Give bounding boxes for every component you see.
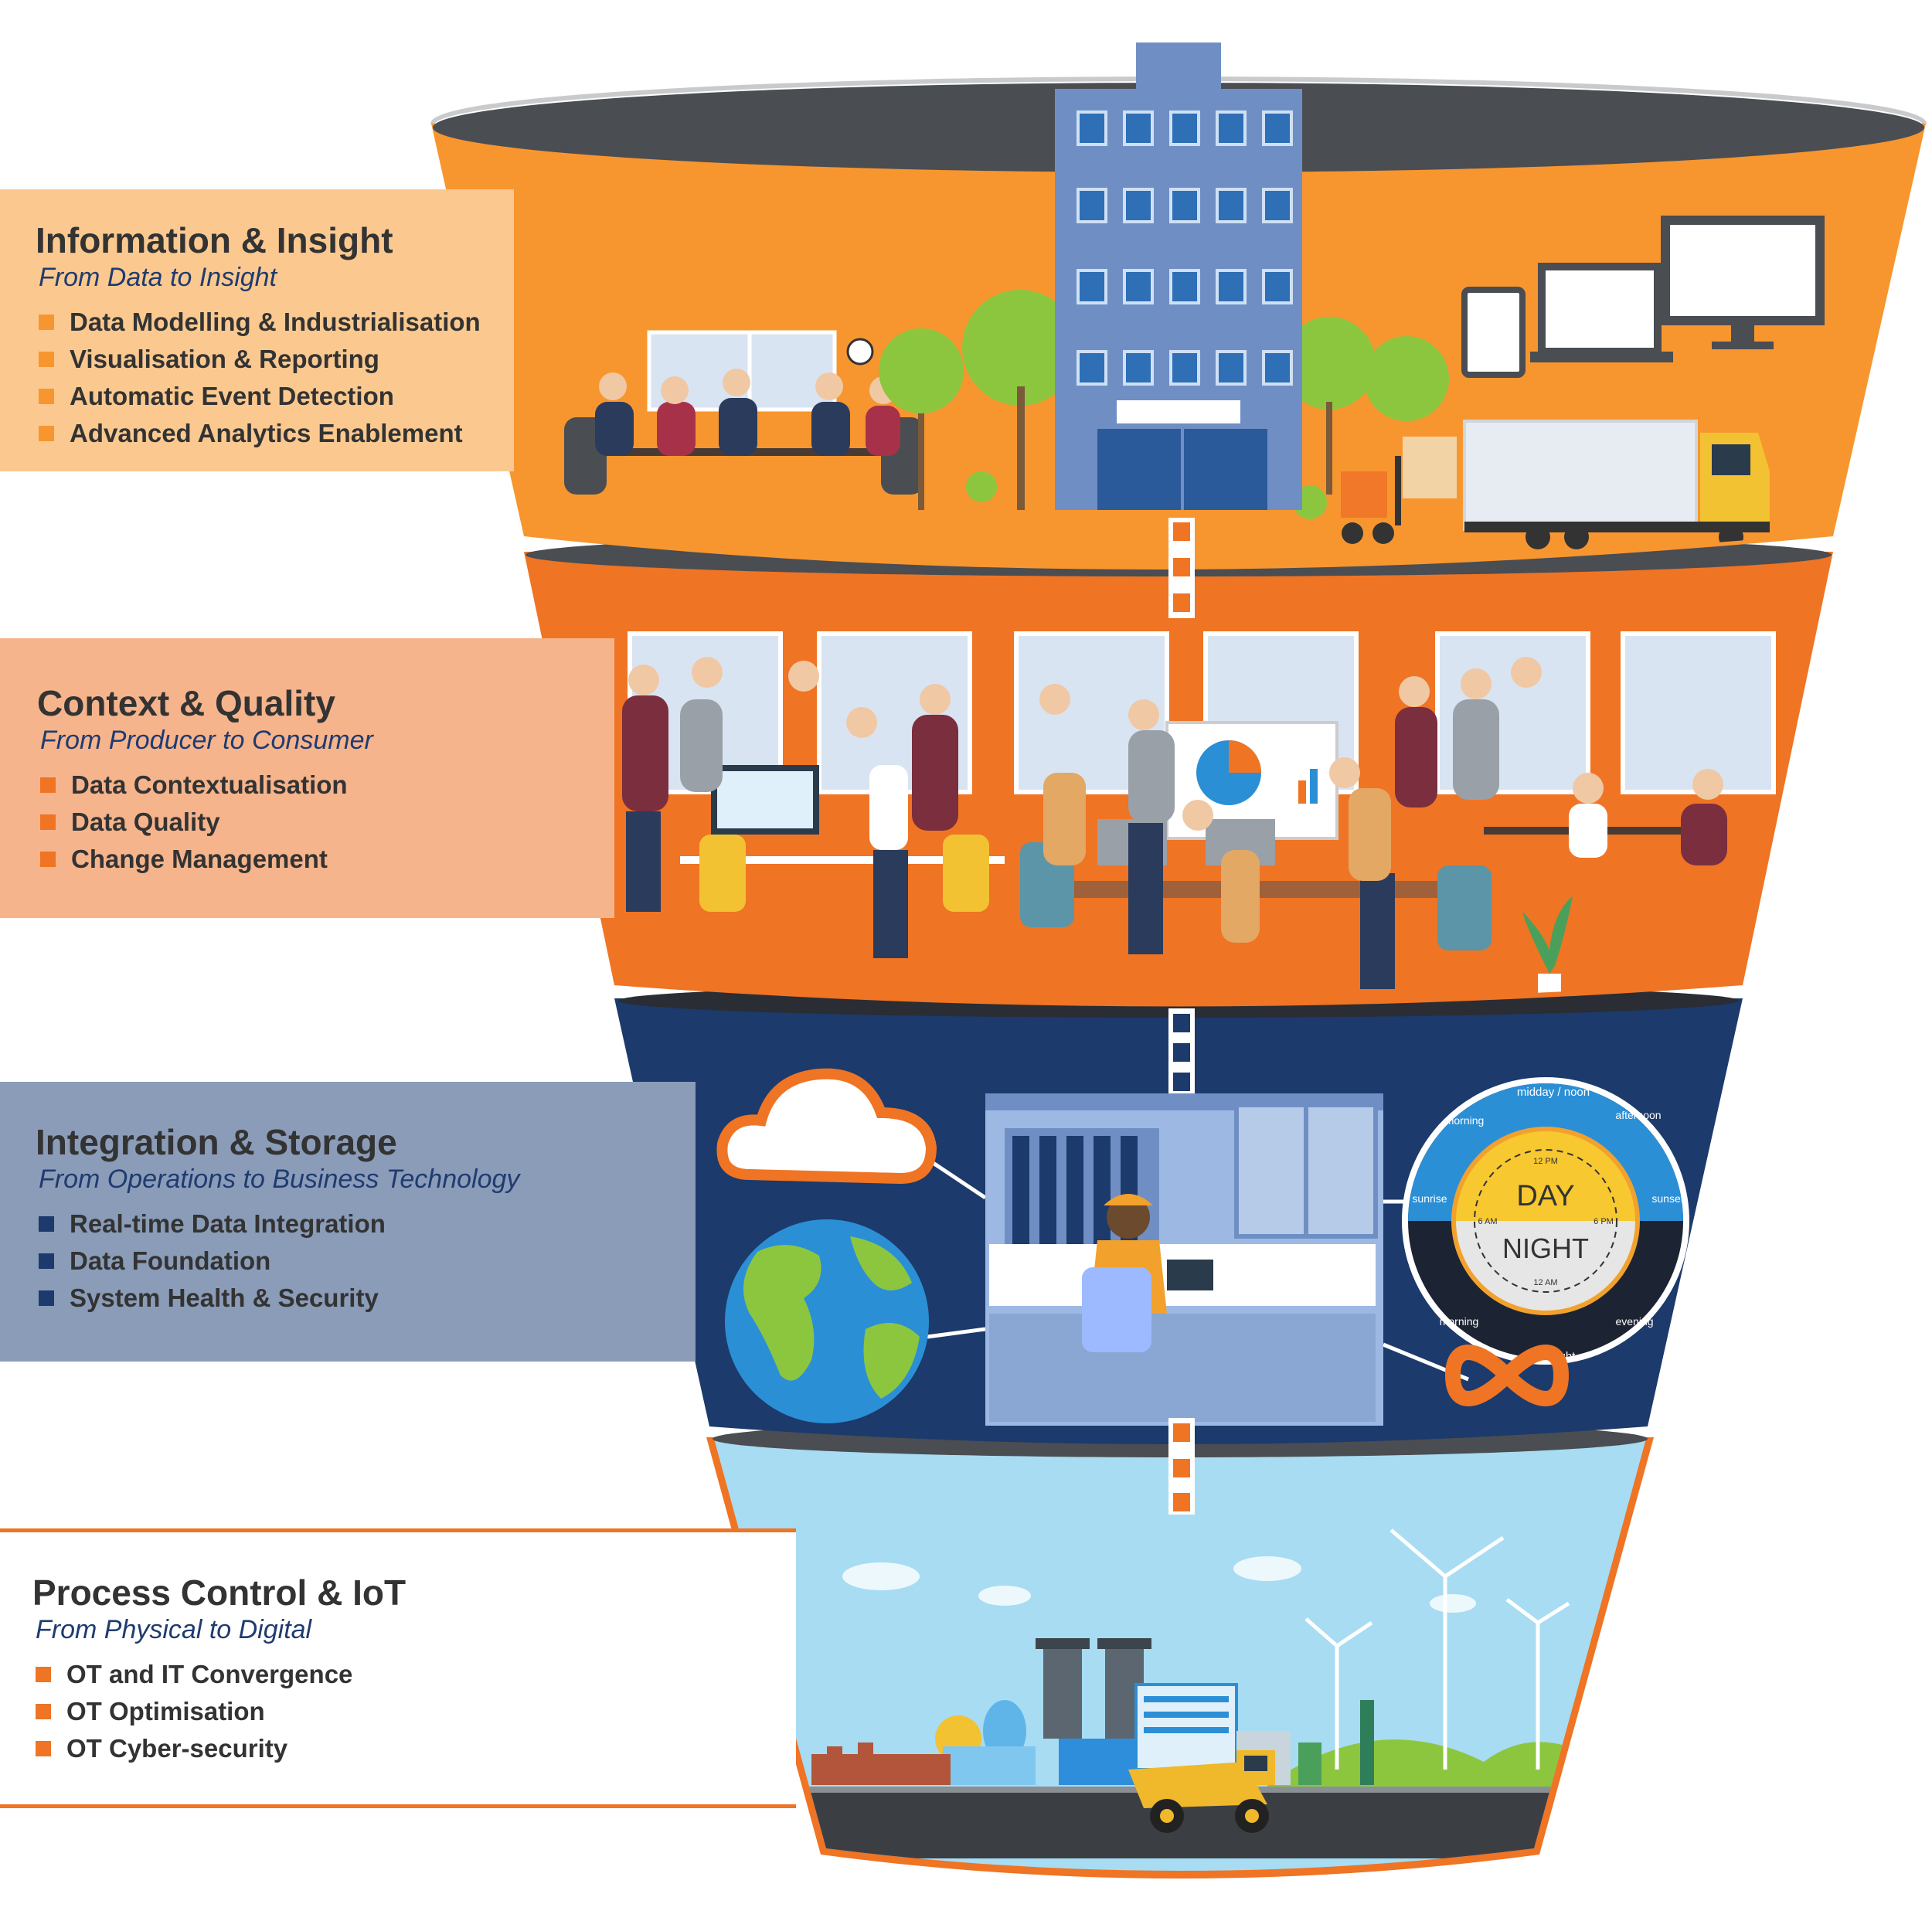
panel-item-list: Data Contextualisation Data Quality Chan… <box>37 767 614 878</box>
square-bullet-icon <box>40 777 56 793</box>
infinity-icon <box>1444 1345 1570 1406</box>
panel-title: Process Control & IoT <box>32 1572 406 1613</box>
panel-integration-storage: Integration & Storage From Operations to… <box>0 1082 696 1362</box>
clock-sunrise: sunrise <box>1412 1192 1447 1205</box>
wind-turbine-icon <box>1304 1528 1570 1770</box>
square-bullet-icon <box>39 1253 54 1269</box>
server-room-icon <box>985 1093 1383 1426</box>
square-bullet-icon <box>39 1216 54 1232</box>
list-item: System Health & Security <box>36 1280 696 1317</box>
panel-process-control: Process Control & IoT From Physical to D… <box>0 1528 796 1808</box>
clock-night: NIGHT <box>1502 1232 1589 1264</box>
list-item: OT and IT Convergence <box>32 1656 796 1693</box>
square-bullet-icon <box>40 852 56 867</box>
square-bullet-icon <box>36 1741 51 1756</box>
list-item: Advanced Analytics Enablement <box>36 415 514 452</box>
list-item: Data Quality <box>37 804 614 841</box>
square-bullet-icon <box>36 1704 51 1719</box>
panel-subtitle: From Data to Insight <box>39 263 277 292</box>
panel-subtitle: From Operations to Business Technology <box>39 1164 520 1194</box>
panel-title: Information & Insight <box>36 220 393 260</box>
forklift-icon <box>1341 437 1457 544</box>
clock-morning-top: morning <box>1445 1114 1485 1127</box>
panel-item-list: OT and IT Convergence OT Optimisation OT… <box>32 1656 796 1767</box>
tier-connectors <box>1168 518 1195 1515</box>
square-bullet-icon <box>39 314 54 330</box>
meeting-people-icon <box>564 369 923 495</box>
square-bullet-icon <box>39 389 54 404</box>
clock-evening: evening <box>1615 1315 1653 1328</box>
panel-title: Context & Quality <box>37 683 335 723</box>
tree-icon <box>879 290 1449 519</box>
list-item: Automatic Event Detection <box>36 378 514 415</box>
clock-afternoon: afternoon <box>1615 1109 1661 1121</box>
clock-morning-bottom: morning <box>1440 1315 1479 1328</box>
panel-context-quality: Context & Quality From Producer to Consu… <box>0 638 614 918</box>
tier-process-control <box>706 1420 1654 1878</box>
square-bullet-icon <box>40 814 56 830</box>
list-item: Data Modelling & Industrialisation <box>36 304 514 341</box>
square-bullet-icon <box>39 1290 54 1306</box>
panel-title: Integration & Storage <box>36 1122 397 1162</box>
truck-icon <box>1463 420 1770 549</box>
list-item: Data Contextualisation <box>37 767 614 804</box>
clock-6pm: 6 PM <box>1594 1217 1614 1226</box>
office-building-icon <box>1055 42 1302 510</box>
square-bullet-icon <box>39 426 54 441</box>
list-item: OT Cyber-security <box>32 1730 796 1767</box>
clock-midday: midday / noon <box>1517 1086 1590 1099</box>
globe-icon <box>725 1219 929 1423</box>
panel-item-list: Real-time Data Integration Data Foundati… <box>36 1205 696 1317</box>
panel-information-insight: Information & Insight From Data to Insig… <box>0 189 514 471</box>
clock-12am: 12 AM <box>1533 1278 1557 1287</box>
list-item: OT Optimisation <box>32 1693 796 1730</box>
clock-12pm: 12 PM <box>1533 1157 1558 1166</box>
panel-item-list: Data Modelling & Industrialisation Visua… <box>36 304 514 452</box>
panel-subtitle: From Producer to Consumer <box>40 726 373 755</box>
clock-day: DAY <box>1516 1180 1574 1212</box>
tier-information-insight <box>430 42 1927 570</box>
list-item: Real-time Data Integration <box>36 1205 696 1243</box>
day-night-clock-icon: DAY NIGHT 12 PM 12 AM 6 AM 6 PM midday /… <box>1402 1077 1689 1365</box>
tier-context-quality <box>524 533 1833 1007</box>
clock-6am: 6 AM <box>1478 1217 1497 1226</box>
cloud-icon <box>716 1068 937 1185</box>
list-item: Change Management <box>37 841 614 878</box>
panel-subtitle: From Physical to Digital <box>36 1615 312 1644</box>
list-item: Visualisation & Reporting <box>36 341 514 378</box>
square-bullet-icon <box>36 1667 51 1682</box>
clock-sunset: sunset <box>1651 1192 1683 1205</box>
square-bullet-icon <box>39 352 54 367</box>
team-office-icon <box>622 631 1776 995</box>
devices-icon <box>1461 216 1825 378</box>
mining-truck-icon <box>1128 1750 1275 1833</box>
list-item: Data Foundation <box>36 1243 696 1280</box>
